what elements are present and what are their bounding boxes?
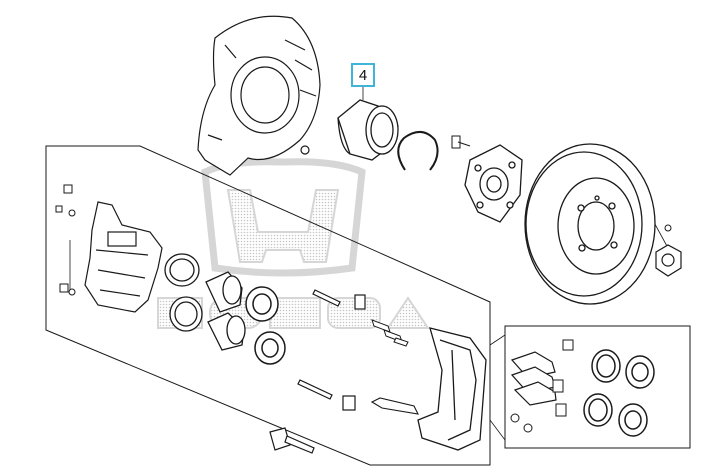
hub-bolt: [451, 135, 471, 149]
splash-shield: [197, 15, 321, 176]
piston-seals: [164, 253, 203, 332]
callout-label: 4: [358, 66, 368, 84]
brake-disc: [524, 143, 656, 305]
brake-pads: [510, 351, 557, 406]
pad-kit-clips: [510, 339, 574, 433]
pad-kit-frame: [504, 325, 691, 449]
wheel-hub: [464, 144, 523, 223]
caliper-body: [84, 201, 163, 313]
caliper-bracket: [417, 327, 487, 451]
lug-nut: [655, 244, 682, 277]
pad-retainer: [370, 397, 419, 415]
part-callout-4[interactable]: 4: [351, 63, 375, 87]
bleeder-screws: [55, 184, 76, 296]
pad-kit-seals: [583, 349, 655, 437]
bracket-bolt: [269, 427, 315, 454]
pistons: [205, 271, 246, 351]
snap-ring: [397, 131, 439, 171]
disc-screw: [664, 224, 672, 232]
hub-bearing: [337, 99, 399, 161]
guide-pins: [297, 289, 366, 411]
caliper-assembly-frame: [45, 145, 491, 466]
pad-pins: [371, 319, 409, 347]
dust-boots: [245, 286, 286, 365]
